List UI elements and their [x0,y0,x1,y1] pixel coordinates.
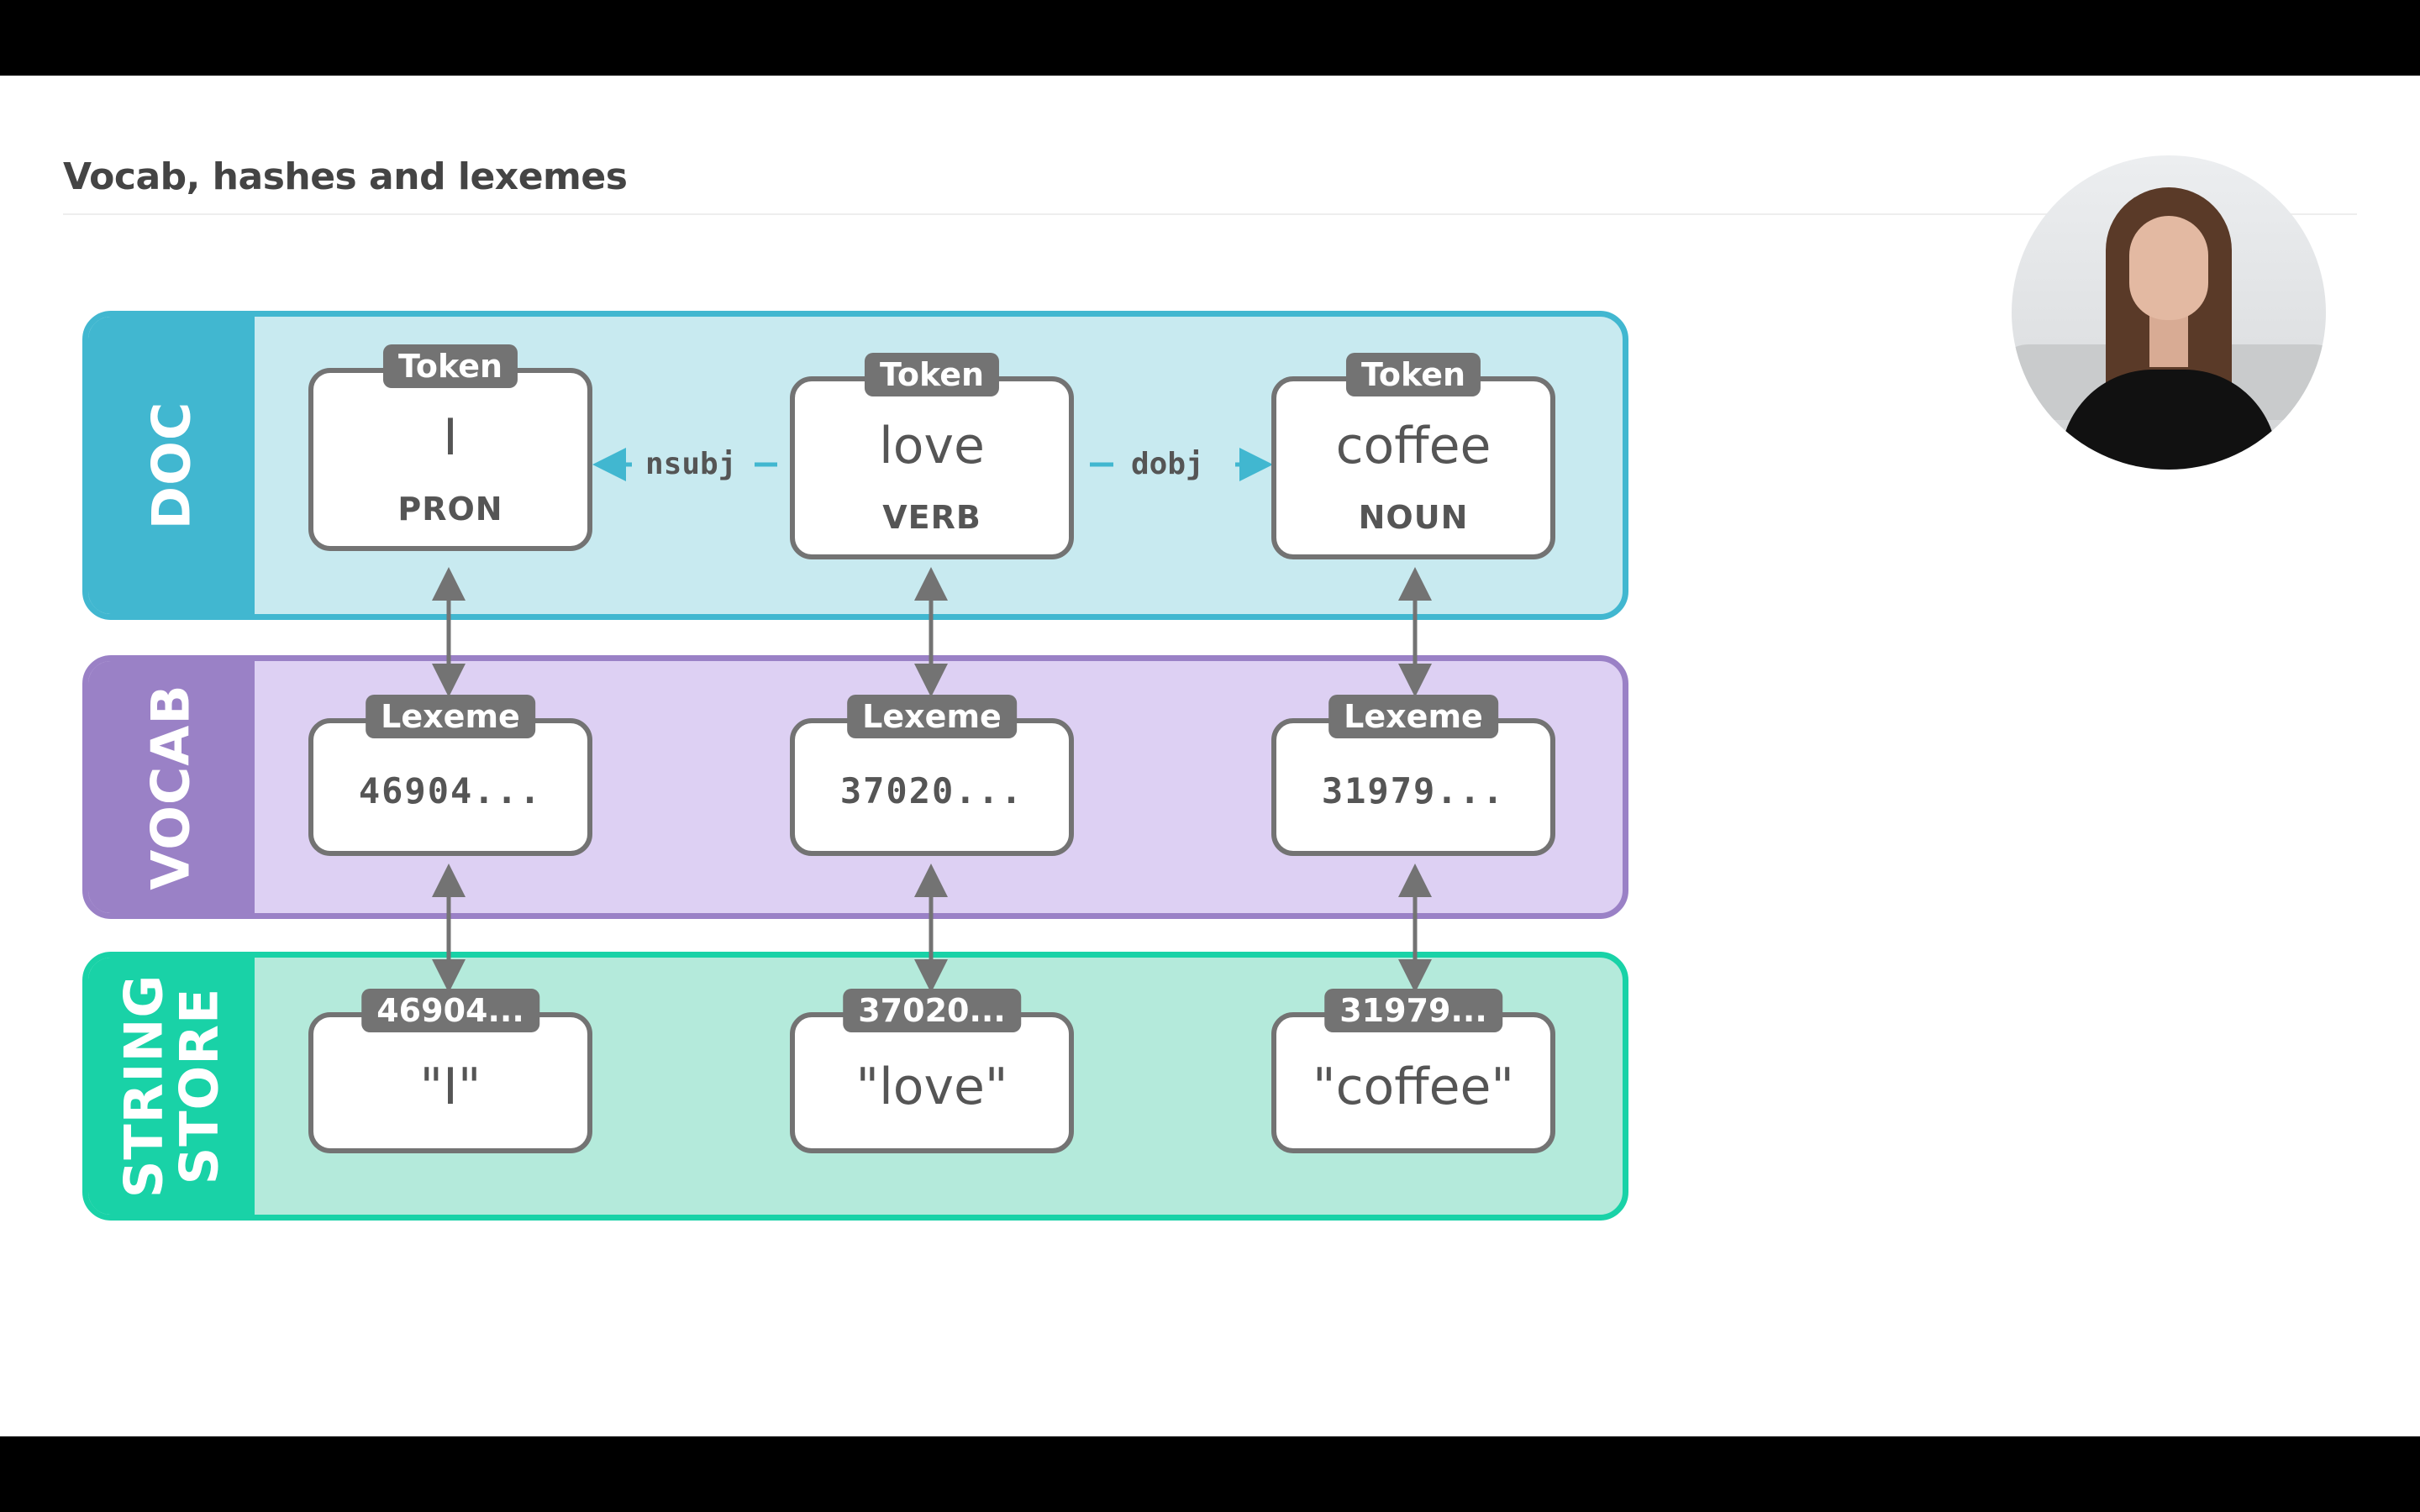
vocab-band-label: VOCAB [88,661,255,913]
title-divider [63,213,2357,215]
slide-title: Vocab, hashes and lexemes [63,155,628,198]
token-pos: PRON [397,491,503,528]
string-value: "coffee" [1312,1058,1515,1116]
doc-band-label: DOC [88,317,255,614]
lexeme-hash: 46904... [358,770,543,811]
token-box: Token coffee NOUN [1271,353,1555,559]
lexeme-tag: Lexeme [366,695,535,738]
token-pos: NOUN [1358,499,1469,536]
token-tag: Token [382,344,518,388]
lexeme-box: Lexeme 37020... [790,695,1074,856]
token-box: Token love VERB [790,353,1074,559]
token-pos: VERB [882,499,981,536]
token-text: coffee [1335,417,1491,475]
string-value: "I" [419,1058,481,1116]
lexeme-tag: Lexeme [847,695,1017,738]
string-hash-tag: 31979... [1324,989,1502,1032]
string-store-band-label: STRING STORE [88,958,255,1215]
string-box: 37020... "love" [790,989,1074,1153]
string-box: 31979... "coffee" [1271,989,1555,1153]
token-tag: Token [1345,353,1481,396]
token-text: love [879,417,985,475]
presenter-webcam [2012,155,2326,470]
string-box: 46904... "I" [308,989,592,1153]
string-value: "love" [855,1058,1008,1116]
lexeme-hash: 37020... [839,770,1024,811]
diagram-arrows [432,448,1432,993]
dependency-label-dobj: dobj [1131,447,1204,481]
token-text: I [443,408,458,467]
dependency-label-nsubj: nsubj [645,447,737,481]
slide: Vocab, hashes and lexemes DOC VOCAB STRI… [0,76,2420,1436]
presenter-face [2129,216,2208,320]
lexeme-box: Lexeme 31979... [1271,695,1555,856]
lexeme-tag: Lexeme [1328,695,1498,738]
presenter-neck [2149,315,2188,367]
token-box: Token I PRON [308,344,592,551]
lexeme-hash: 31979... [1321,770,1506,811]
token-tag: Token [864,353,1000,396]
string-hash-tag: 46904... [361,989,539,1032]
lexeme-box: Lexeme 46904... [308,695,592,856]
string-hash-tag: 37020... [843,989,1021,1032]
